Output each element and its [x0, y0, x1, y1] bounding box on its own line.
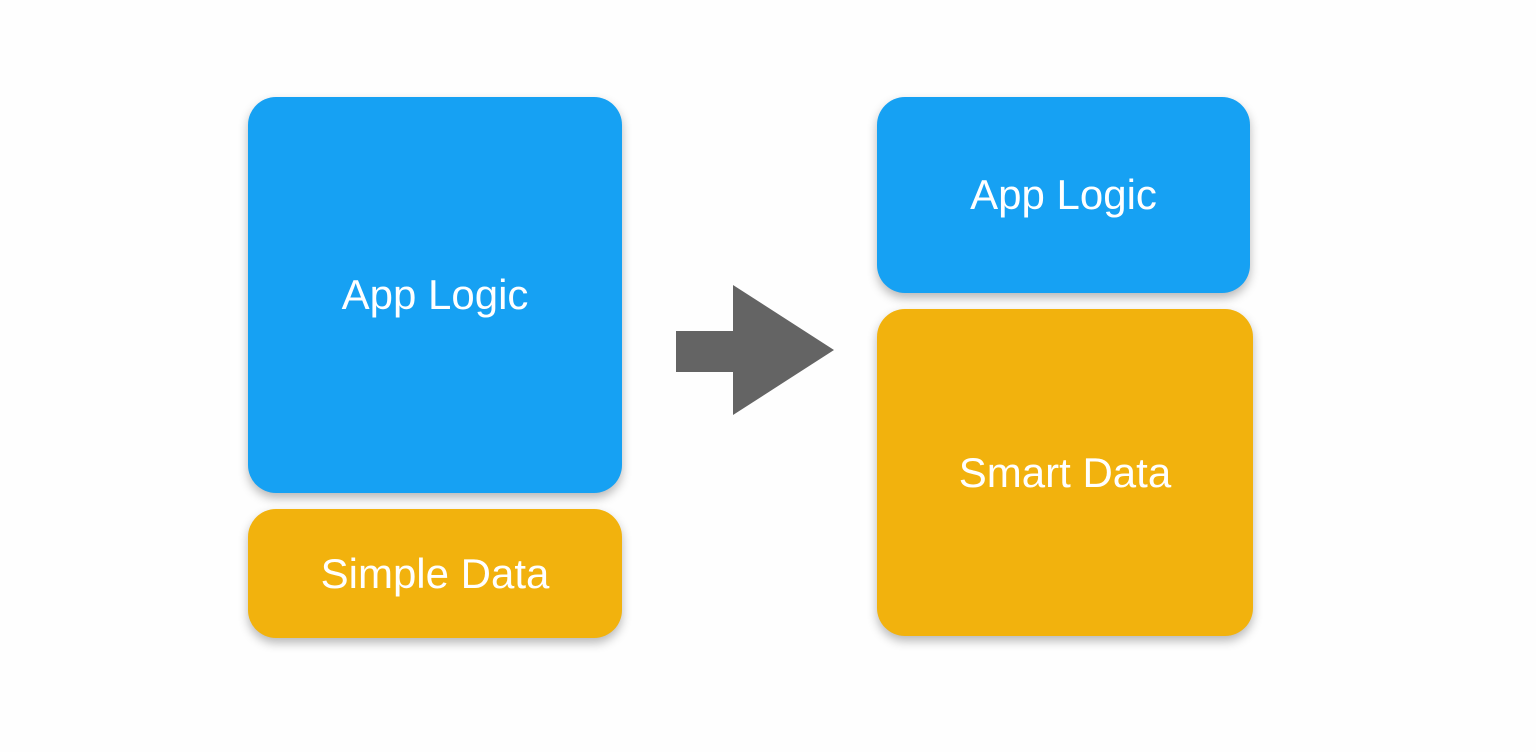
after-app-logic-box: App Logic — [877, 97, 1250, 293]
after-smart-data-label: Smart Data — [958, 448, 1172, 496]
before-simple-data-label: Simple Data — [320, 549, 550, 597]
before-app-logic-box: App Logic — [248, 97, 622, 493]
after-smart-data-box: Smart Data — [877, 309, 1253, 636]
right-arrow-icon — [676, 285, 834, 415]
before-app-logic-label: App Logic — [341, 271, 529, 318]
after-app-logic-label: App Logic — [970, 171, 1157, 218]
before-simple-data-box: Simple Data — [248, 509, 622, 638]
